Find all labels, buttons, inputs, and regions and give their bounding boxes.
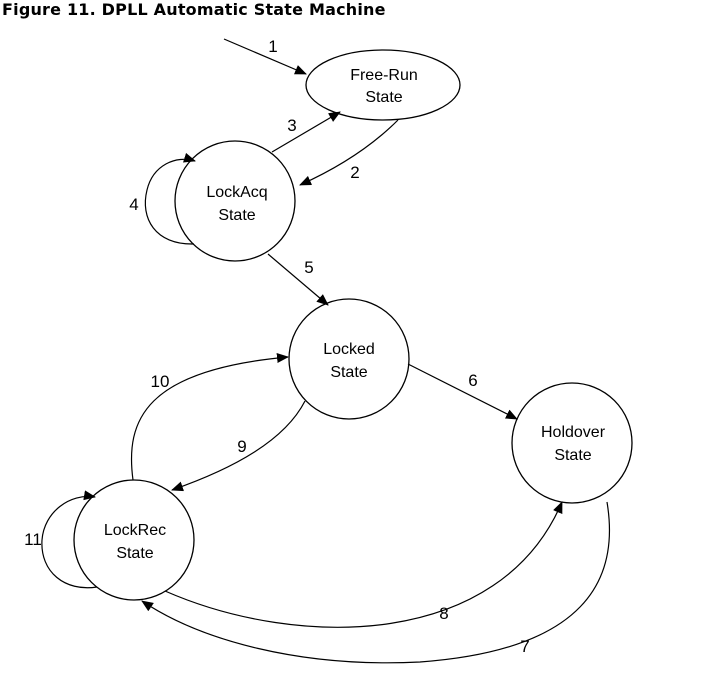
transition-11-label: 11 [24, 530, 42, 549]
transition-5-label: 5 [304, 258, 313, 277]
transition-8-arrow [164, 501, 563, 628]
state-locked: Locked State [288, 298, 410, 420]
transition-3-label: 3 [287, 116, 296, 135]
transition-6-arrow [407, 363, 518, 420]
state-free-run-label-2: State [365, 89, 402, 106]
transition-9-label: 9 [237, 437, 246, 456]
transition-4-arrow [144, 152, 196, 245]
transition-11-arrow [41, 490, 98, 589]
state-lockacq-label-2: State [218, 207, 255, 224]
transition-7-label: 7 [520, 637, 529, 656]
state-free-run-label-1: Free-Run [350, 67, 418, 84]
transition-3-arrow [271, 111, 341, 153]
transition-1-label: 1 [268, 37, 277, 56]
transition-8-label: 8 [439, 604, 448, 623]
state-lockrec-label-1: LockRec [104, 522, 166, 539]
transition-10-arrow [130, 353, 289, 481]
transition-5-arrow [267, 253, 329, 306]
transition-6-label: 6 [468, 371, 477, 390]
state-lockrec-label-2: State [116, 545, 153, 562]
state-locked-label-2: State [330, 364, 367, 381]
state-holdover-label-1: Holdover [541, 424, 606, 441]
state-lockrec: LockRec State [73, 479, 195, 601]
state-free-run: Free-Run State [305, 49, 461, 121]
state-locked-label-1: Locked [323, 341, 375, 358]
transition-10-label: 10 [151, 372, 170, 391]
transition-2-arrow [299, 119, 399, 186]
state-holdover-label-2: State [554, 447, 591, 464]
transition-1-arrow [223, 38, 307, 75]
transition-7-arrow [141, 501, 611, 664]
state-lockacq-label-1: LockAcq [206, 184, 267, 201]
transition-9-arrow [171, 400, 306, 492]
figure-title: Figure 11. DPLL Automatic State Machine [2, 0, 386, 19]
state-lockacq: LockAcq State [174, 140, 296, 262]
transition-4-label: 4 [129, 195, 138, 214]
transition-2-label: 2 [350, 163, 359, 182]
state-holdover: Holdover State [511, 382, 633, 504]
